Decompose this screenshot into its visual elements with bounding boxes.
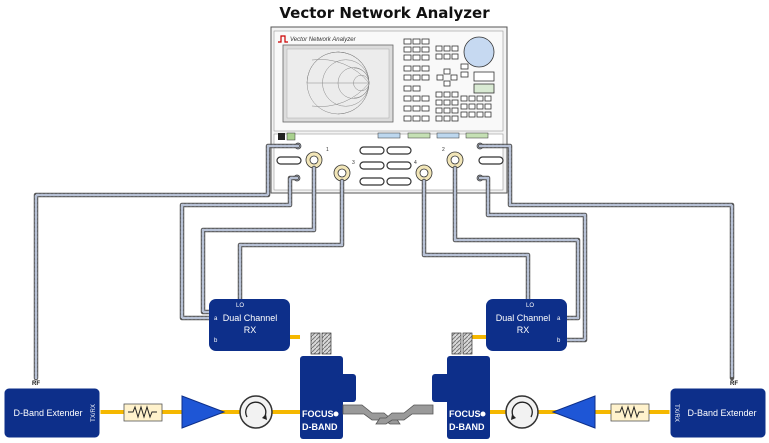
right-tuner-logo-icon bbox=[480, 411, 486, 417]
left-extender-rf-label: RF bbox=[32, 381, 40, 387]
left-rx-subtitle: RX bbox=[244, 325, 257, 335]
right-dband-extender: D-Band Extender RF TX/RX bbox=[669, 381, 767, 439]
right-rx-a-label: a bbox=[557, 316, 561, 322]
port-number-3: 3 bbox=[352, 160, 355, 166]
left-tuner-logo-icon bbox=[333, 411, 339, 417]
right-circulator-icon bbox=[505, 395, 539, 429]
left-extender-port-label: TX/RX bbox=[91, 404, 97, 422]
right-extender-title: D-Band Extender bbox=[687, 408, 756, 418]
left-dual-channel-rx: Dual Channel RX LO a b bbox=[209, 299, 290, 351]
left-tuner-line2: D-BAND bbox=[302, 422, 338, 432]
vna-usb-port bbox=[286, 132, 296, 141]
right-rx-subtitle: RX bbox=[517, 325, 530, 335]
right-rx-b-label: b bbox=[557, 338, 561, 344]
left-couplers bbox=[310, 332, 332, 355]
port-number-1: 1 bbox=[326, 147, 329, 153]
vna-screen bbox=[282, 44, 394, 123]
left-tuner-line1: FOCUS bbox=[302, 409, 334, 419]
left-circulator-icon bbox=[239, 395, 273, 429]
left-dband-extender: D-Band Extender RF TX/RX bbox=[3, 381, 101, 439]
left-focus-tuner: FOCUS D-BAND bbox=[300, 356, 356, 439]
right-focus-tuner: FOCUS D-BAND bbox=[432, 356, 490, 439]
port-number-2: 2 bbox=[442, 147, 445, 153]
left-rx-b-label: b bbox=[214, 338, 218, 344]
left-extender-title: D-Band Extender bbox=[13, 408, 82, 418]
port-number-4: 4 bbox=[414, 160, 417, 166]
vna-rotary-knob bbox=[463, 36, 495, 68]
vna-logo-icon bbox=[278, 35, 288, 43]
right-tuner-line2: D-BAND bbox=[449, 422, 485, 432]
right-dual-channel-rx: Dual Channel RX LO a b bbox=[486, 299, 567, 351]
left-rx-lo-label: LO bbox=[236, 303, 244, 309]
smith-chart-icon bbox=[306, 51, 370, 115]
coax-cables bbox=[33, 143, 735, 381]
left-rx-a-label: a bbox=[214, 316, 218, 322]
vna-power-button bbox=[278, 133, 285, 140]
vna-jumper-loops bbox=[276, 146, 504, 186]
vna-keypad bbox=[403, 38, 495, 122]
vna-test-ports bbox=[305, 151, 464, 182]
right-extender-rf-label: RF bbox=[730, 381, 738, 387]
vna-screen-label: Vector Network Analyzer bbox=[290, 37, 357, 43]
right-amplifier-icon bbox=[551, 395, 596, 429]
right-attenuator bbox=[610, 403, 650, 422]
vna-instrument: Vector Network Analyzer bbox=[270, 26, 508, 194]
right-rx-title: Dual Channel bbox=[496, 313, 551, 323]
left-amplifier-icon bbox=[181, 395, 226, 429]
right-extender-port-label: TX/RX bbox=[673, 404, 679, 422]
diagram-title: Vector Network Analyzer bbox=[279, 4, 490, 22]
right-couplers bbox=[451, 332, 473, 355]
left-rx-title: Dual Channel bbox=[223, 313, 278, 323]
right-probe-icon bbox=[375, 404, 434, 425]
left-attenuator bbox=[123, 403, 163, 422]
right-rx-lo-label: LO bbox=[526, 303, 534, 309]
right-tuner-line1: FOCUS bbox=[449, 409, 481, 419]
